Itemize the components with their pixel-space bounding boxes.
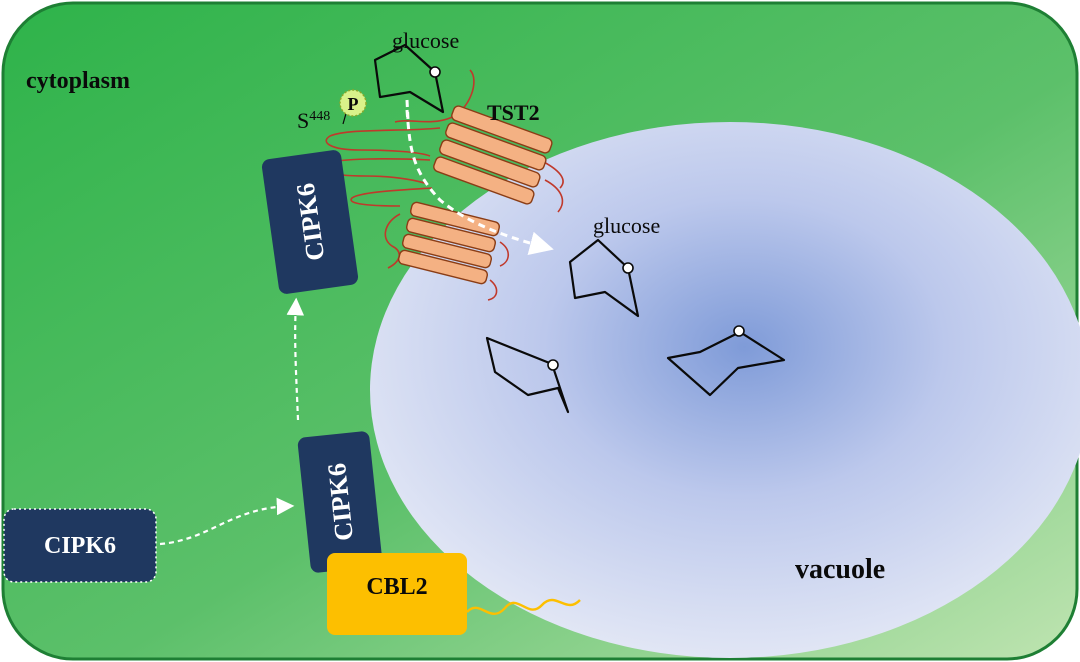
glucose-top-label: glucose bbox=[392, 28, 459, 53]
cbl2: CBL2 bbox=[327, 553, 467, 635]
glucose-ring-icon bbox=[568, 238, 640, 318]
phospho-label: P bbox=[348, 94, 359, 114]
tst2-upper-helices bbox=[433, 105, 553, 205]
cipk6-free: CIPK6 bbox=[3, 508, 157, 583]
glucose-ring-icon bbox=[373, 43, 445, 114]
phosphate-icon bbox=[339, 89, 367, 117]
cytoplasm-label: cytoplasm bbox=[26, 68, 130, 94]
glucose-mid-label: glucose bbox=[593, 213, 660, 238]
cipk6-top: CIPK6 bbox=[261, 150, 359, 294]
vacuole-label: vacuole bbox=[795, 554, 885, 585]
vacuole bbox=[370, 122, 1080, 658]
tst2-lower-helices bbox=[398, 201, 500, 285]
tst2-label: TST2 bbox=[487, 100, 540, 125]
cipk6-bound: CIPK6 bbox=[297, 431, 383, 573]
serine-site-label: S448 bbox=[297, 108, 330, 133]
svg-text:CIPK6: CIPK6 bbox=[44, 533, 116, 559]
glucose-transport-arrow bbox=[405, 109, 554, 256]
translocation-arrow bbox=[286, 297, 305, 421]
glucose-ring-icon bbox=[666, 325, 786, 397]
glucose-entry-arrow bbox=[405, 99, 410, 121]
recruitment-arrow bbox=[159, 497, 295, 546]
cbl2-anchor bbox=[466, 598, 581, 615]
glucose-ring-icon bbox=[485, 336, 570, 414]
svg-text:CBL2: CBL2 bbox=[366, 574, 427, 600]
